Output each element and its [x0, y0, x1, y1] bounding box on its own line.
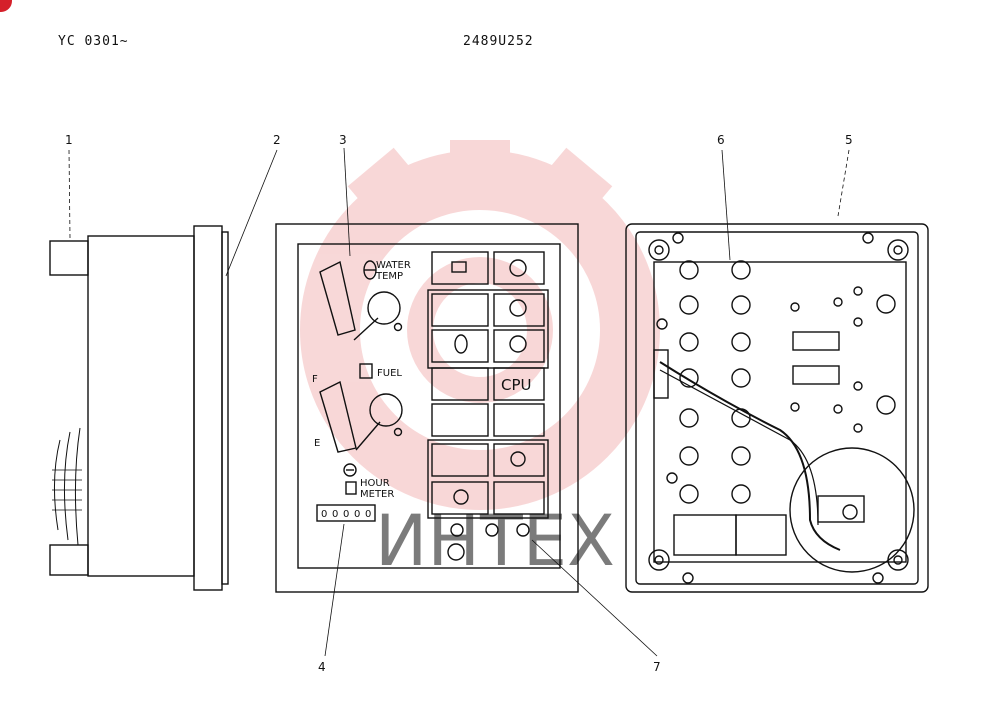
hour-digit-1: 0	[321, 509, 327, 520]
hour-meter-label-1: HOUR	[360, 478, 390, 489]
rear-view-board	[625, 223, 929, 593]
callout-4: 4	[318, 660, 326, 674]
callout-3: 3	[339, 133, 347, 147]
water-temp-label-2: TEMP	[375, 271, 403, 282]
watermark-gear: ИНТЕХ	[300, 140, 660, 582]
callout-2: 2	[273, 133, 281, 147]
fuel-label: FUEL	[377, 368, 402, 379]
front-panel	[275, 223, 579, 593]
model-range-label: YC 0301~	[58, 34, 129, 49]
callout-5: 5	[845, 133, 853, 147]
callout-6: 6	[717, 133, 725, 147]
fuel-empty-label: E	[314, 438, 320, 449]
panel-labels: WATER TEMP FUEL F E HOUR METER CPU 0 0 0…	[312, 260, 532, 520]
water-temp-label-1: WATER	[376, 260, 411, 271]
side-view-housing	[49, 225, 229, 591]
callout-1: 1	[65, 133, 73, 147]
callout-numbers: 1 2 3 4 5 6 7	[65, 133, 853, 674]
hour-meter-label-2: METER	[360, 489, 394, 500]
hour-digit-3: 0	[343, 509, 349, 520]
hour-digit-4: 0	[354, 509, 360, 520]
callout-7: 7	[653, 660, 661, 674]
leader-lines	[68, 147, 850, 657]
watermark-text: ИНТЕХ	[375, 500, 615, 582]
hour-digit-5: 0	[365, 509, 371, 520]
cpu-label: CPU	[501, 376, 532, 394]
fuel-full-label: F	[312, 374, 318, 385]
hour-digit-2: 0	[332, 509, 338, 520]
drawing-number-label: 2489U252	[463, 34, 534, 49]
